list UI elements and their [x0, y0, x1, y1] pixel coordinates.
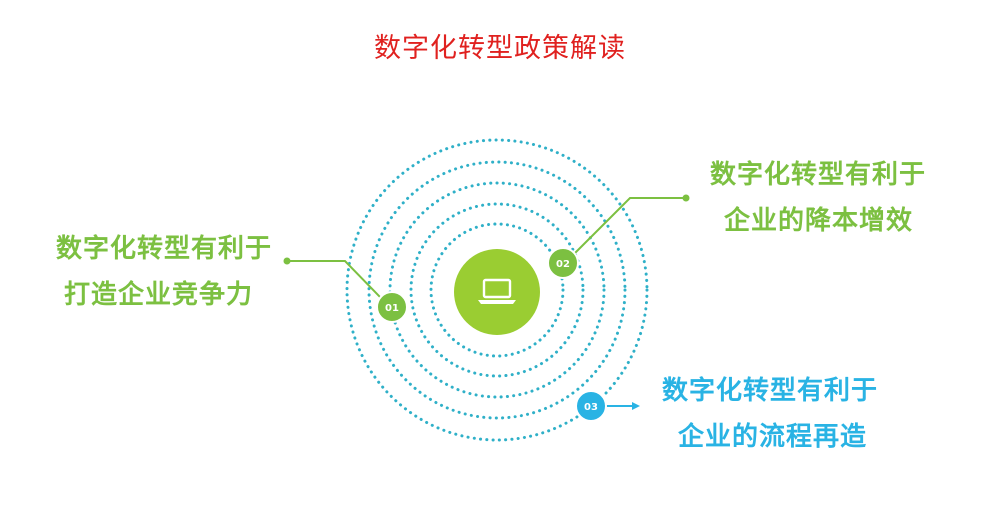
badge-03-text: 03	[584, 402, 598, 413]
badge-02: 02	[547, 247, 579, 279]
center-circle	[454, 249, 540, 335]
label-02-line1: 数字化转型有利于	[710, 160, 927, 190]
connector-02	[574, 194, 690, 254]
badge-02-text: 02	[556, 259, 570, 270]
label-01-line1: 数字化转型有利于	[56, 234, 273, 264]
badge-03: 03	[575, 390, 607, 422]
label-03-line1: 数字化转型有利于	[662, 376, 879, 406]
connector-01	[283, 257, 383, 300]
laptop-icon	[478, 278, 516, 304]
label-03-line2: 企业的流程再造	[678, 422, 868, 452]
badge-01: 01	[376, 291, 408, 323]
label-02: 数字化转型有利于 企业的降本增效	[710, 152, 926, 244]
orbit-ring	[409, 202, 585, 378]
orbit-ring	[388, 181, 606, 399]
label-03: 数字化转型有利于 企业的流程再造	[662, 368, 878, 460]
orbit-ring	[367, 160, 627, 420]
orbit-ring-outer	[345, 138, 649, 442]
badge-01-text: 01	[385, 303, 399, 314]
label-01-line2: 打造企业竞争力	[64, 280, 254, 310]
label-01: 数字化转型有利于 打造企业竞争力	[56, 226, 272, 318]
orbit-ring-inner	[429, 222, 565, 358]
page-title: 数字化转型政策解读	[374, 33, 626, 64]
label-02-line2: 企业的降本增效	[724, 206, 914, 236]
connector-03	[604, 402, 640, 410]
